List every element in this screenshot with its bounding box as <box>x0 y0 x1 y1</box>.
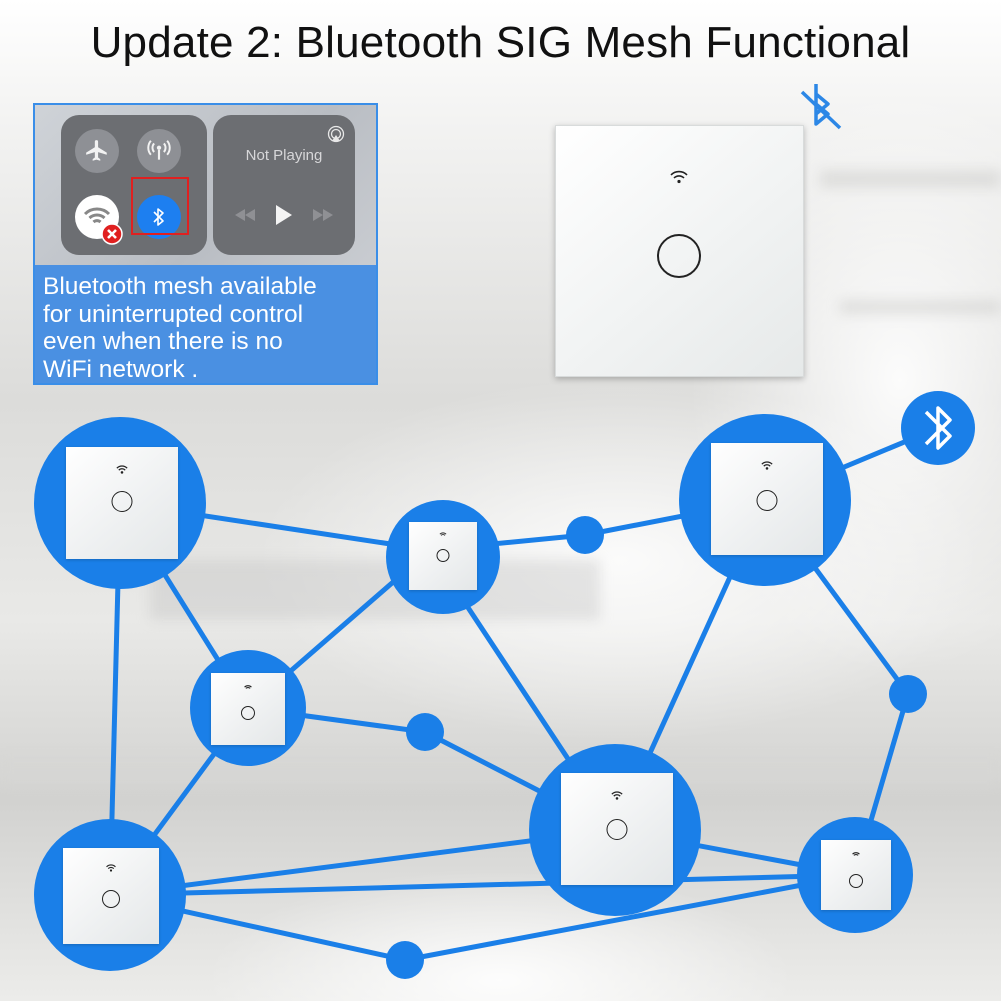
bluetooth-mesh-caption: Bluetooth mesh available for uninterrupt… <box>43 273 317 383</box>
cellular-data-button[interactable] <box>137 129 181 173</box>
touch-button-ring <box>756 490 778 511</box>
bluetooth-highlight-box <box>131 177 189 235</box>
relay-dot <box>386 941 424 979</box>
x-error-icon <box>101 223 123 245</box>
mesh-switch-panel <box>63 848 159 944</box>
mesh-switch-panel <box>66 447 178 559</box>
cellular-antenna-icon <box>147 140 171 160</box>
wifi-icon <box>83 207 111 224</box>
wifi-indicator-icon <box>439 532 447 536</box>
rewind-icon[interactable] <box>235 209 255 221</box>
bluetooth-off-icon <box>800 84 842 130</box>
play-icon[interactable] <box>275 205 293 225</box>
mesh-switch-panel <box>711 443 823 555</box>
relay-dot <box>889 675 927 713</box>
mesh-relay-dots <box>386 516 927 979</box>
wifi-indicator-icon <box>106 864 116 872</box>
touch-button-ring <box>111 491 133 512</box>
touch-switch-product <box>555 125 804 377</box>
touch-button-ring <box>241 706 255 720</box>
touch-button-ring <box>436 549 450 562</box>
mesh-switch-panel <box>409 522 477 590</box>
wifi-indicator-icon <box>244 685 252 689</box>
relay-dot <box>406 713 444 751</box>
mesh-switch-panel <box>561 773 673 885</box>
bluetooth-icon <box>153 208 164 226</box>
relay-dot <box>566 516 604 554</box>
now-playing-label: Not Playing <box>245 147 323 164</box>
bluetooth-button[interactable] <box>137 195 181 239</box>
fast-forward-icon[interactable] <box>313 209 333 221</box>
wifi-indicator-icon <box>761 461 773 470</box>
control-center-screenshot: Not Playing <box>35 105 376 265</box>
touch-button-ring <box>606 819 628 840</box>
airplane-icon <box>86 140 107 161</box>
media-controls <box>213 205 355 225</box>
page-title: Update 2: Bluetooth SIG Mesh Functional <box>90 18 911 67</box>
airplane-mode-button[interactable] <box>75 129 119 173</box>
wifi-indicator-icon <box>670 170 688 184</box>
now-playing-block: Not Playing <box>213 115 355 255</box>
mesh-switch-panel <box>821 840 891 910</box>
wifi-indicator-icon <box>852 852 860 856</box>
touch-button-ring[interactable] <box>657 234 701 278</box>
bluetooth-node <box>901 391 975 465</box>
wifi-indicator-icon <box>611 791 623 800</box>
bluetooth-icon <box>924 406 952 450</box>
wifi-indicator-icon <box>116 465 128 474</box>
mesh-switch-panel <box>211 673 285 745</box>
touch-button-ring <box>102 890 120 908</box>
touch-button-ring <box>849 874 863 888</box>
airplay-icon[interactable] <box>327 125 345 143</box>
connectivity-block <box>61 115 207 255</box>
control-center-panel: Not Playing Bluetooth mesh available for… <box>33 103 378 385</box>
